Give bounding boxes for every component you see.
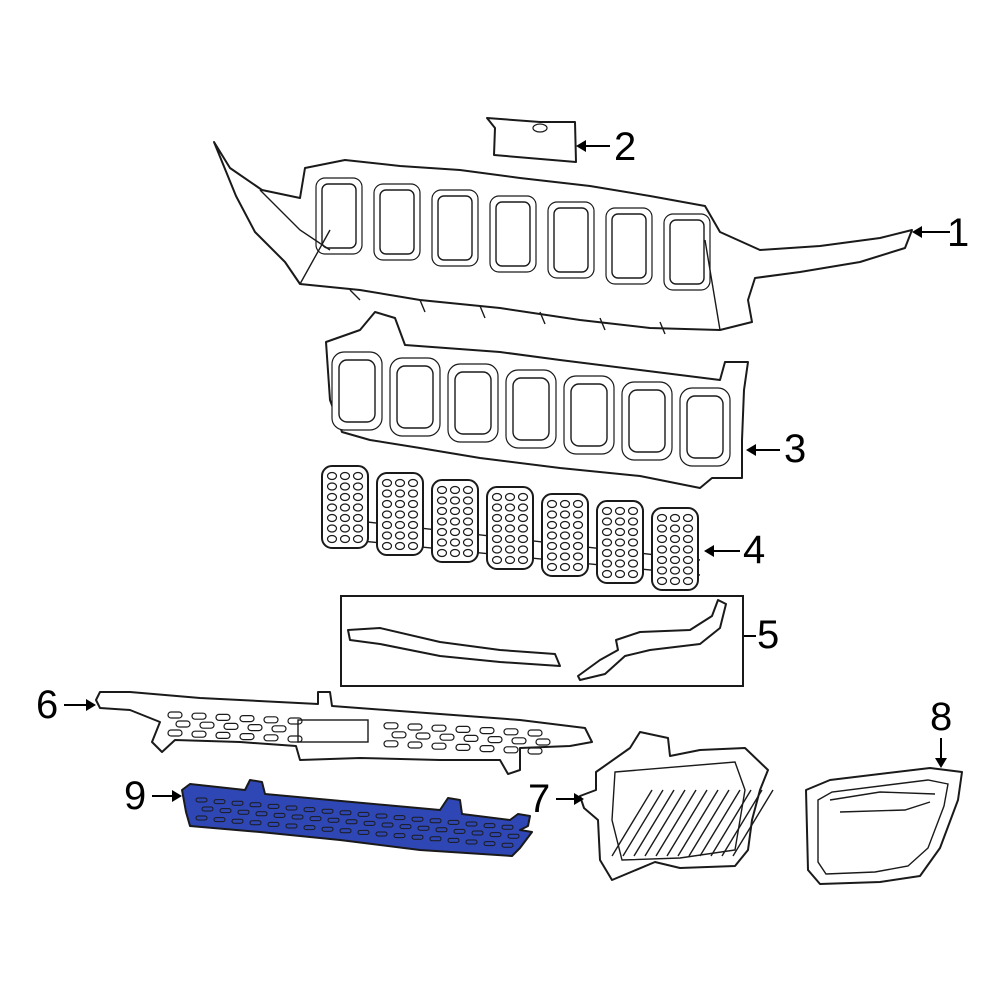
callout-8: 8	[930, 695, 952, 739]
part-4-grille-inserts[interactable]	[321, 465, 701, 591]
callout-1: 1	[947, 211, 969, 255]
callout-3: 3	[784, 427, 806, 471]
callout-arrows	[64, 140, 950, 805]
callout-5: 5	[757, 613, 779, 657]
part-6-lower-grille[interactable]	[95, 691, 593, 775]
part-3-grille-frame[interactable]	[325, 311, 749, 489]
part-5-trim-moldings[interactable]	[340, 595, 744, 687]
callout-6: 6	[36, 683, 58, 727]
part-9-lower-grille-insert[interactable]	[181, 779, 533, 857]
callout-2: 2	[614, 125, 636, 169]
part-8-cover-trim[interactable]	[805, 767, 963, 885]
callout-4: 4	[743, 528, 765, 572]
part-1-grille-carrier[interactable]	[213, 141, 913, 335]
callout-9: 9	[124, 774, 146, 818]
callout-7: 7	[528, 777, 550, 821]
callout-labels: 1 2 3 4 5 6 7 8 9	[36, 125, 969, 821]
part-7-fog-lamp-bezel[interactable]	[579, 731, 774, 881]
part-2-bracket[interactable]	[486, 117, 577, 163]
